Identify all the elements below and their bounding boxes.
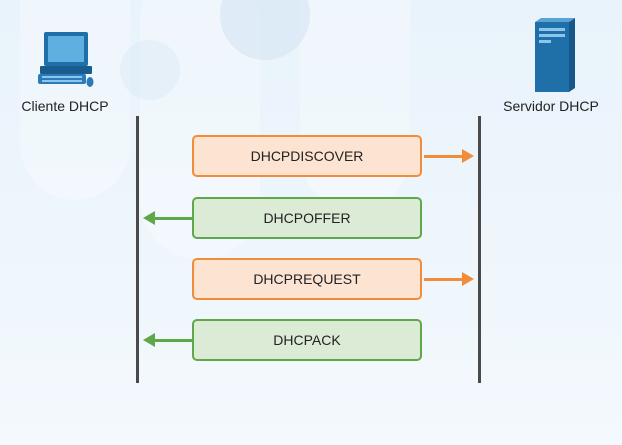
message-dhcprequest: DHCPREQUEST xyxy=(192,258,422,300)
message-label: DHCPDISCOVER xyxy=(250,148,364,164)
background-band xyxy=(300,0,410,210)
computer-icon xyxy=(38,32,94,87)
message-dhcpoffer: DHCPOFFER xyxy=(192,197,422,239)
message-label: DHCPACK xyxy=(273,332,341,348)
arrow-to-client xyxy=(143,211,192,225)
server-node: Servidor DHCP xyxy=(486,18,616,114)
arrow-to-client xyxy=(143,333,192,347)
arrow-to-server xyxy=(424,272,474,286)
client-label: Cliente DHCP xyxy=(21,98,109,114)
message-label: DHCPREQUEST xyxy=(253,271,361,287)
background-blob xyxy=(120,40,180,100)
message-label: DHCPOFFER xyxy=(263,210,351,226)
server-lifeline xyxy=(478,116,481,383)
client-node: Cliente DHCP xyxy=(6,30,124,114)
message-dhcpdiscover: DHCPDISCOVER xyxy=(192,135,422,177)
arrow-to-server xyxy=(424,149,474,163)
message-dhcpack: DHCPACK xyxy=(192,319,422,361)
client-lifeline xyxy=(136,116,139,383)
server-icon xyxy=(535,18,575,92)
server-label: Servidor DHCP xyxy=(503,98,599,114)
